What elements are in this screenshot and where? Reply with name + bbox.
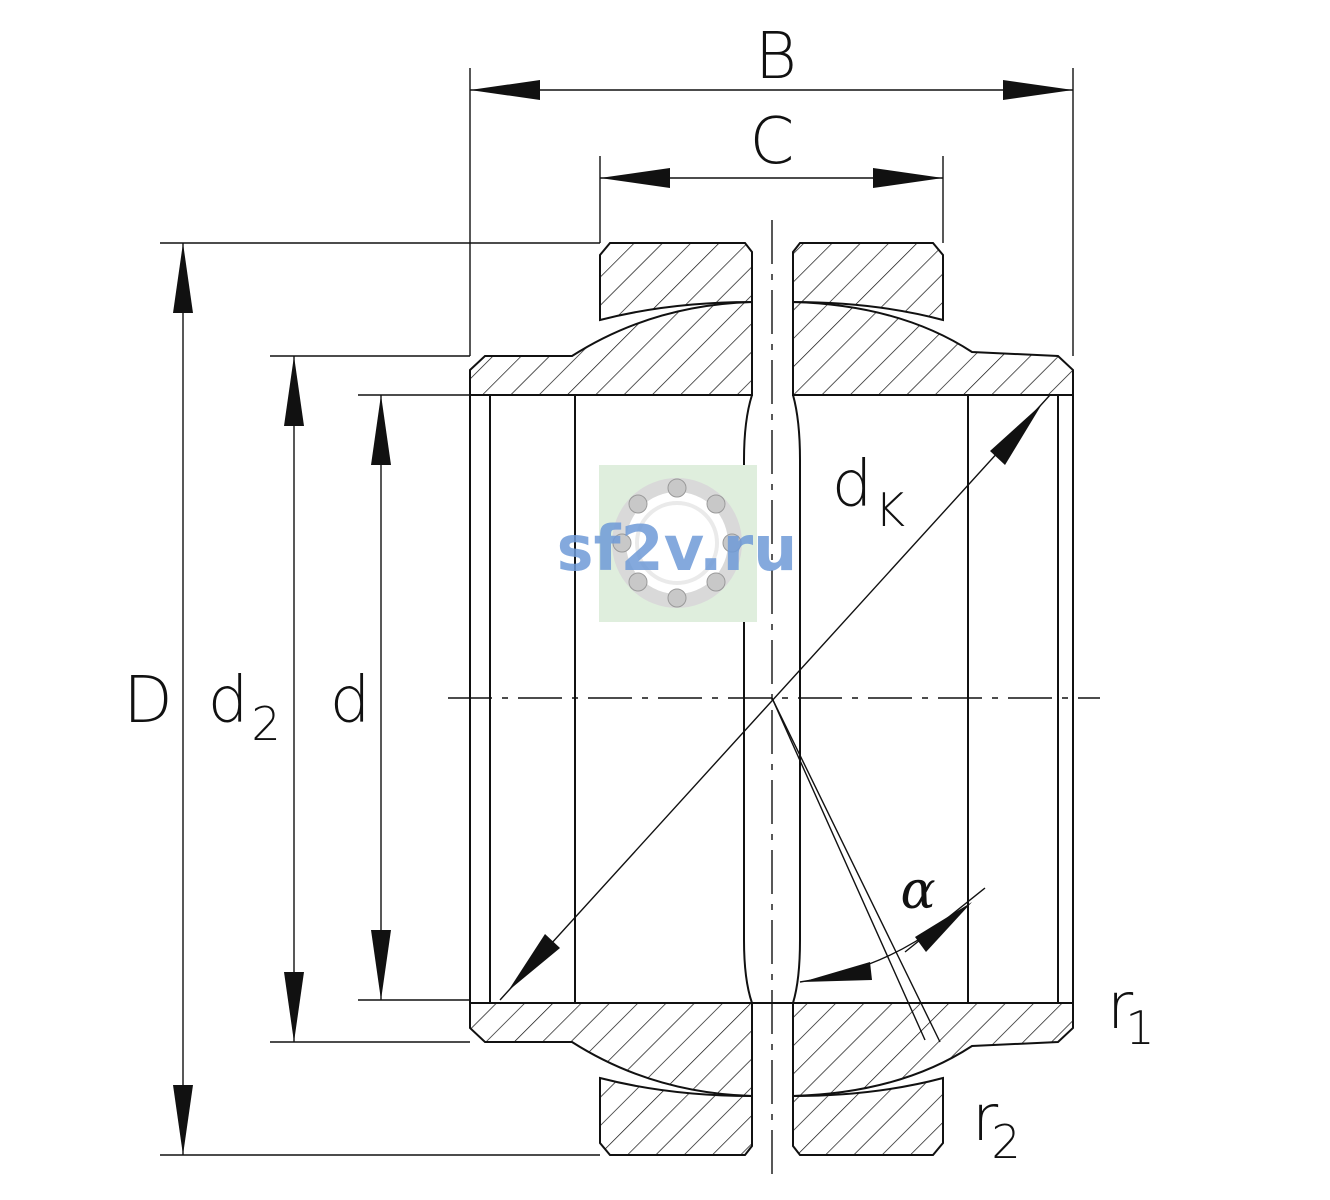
outer-ring-bottom-section — [599, 1076, 944, 1156]
label-b: B — [755, 20, 797, 94]
bore-lines — [469, 370, 1074, 1028]
inner-ring-bottom-section — [469, 1002, 1074, 1098]
label-dk-main: d — [832, 448, 873, 522]
label-d2-sub: 2 — [251, 697, 280, 751]
center-lines — [448, 220, 1100, 1175]
dimension-d-bore — [371, 395, 391, 1000]
dimension-dk — [499, 394, 1051, 1001]
label-r2-main: r — [972, 1082, 999, 1156]
dimension-c — [600, 168, 943, 188]
label-alpha: α — [900, 861, 935, 921]
angle-alpha — [771, 697, 986, 1043]
watermark-badge: sf2v.ru — [557, 465, 798, 622]
dimension-d-outer — [173, 243, 193, 1155]
extension-lines — [160, 68, 1074, 1156]
label-dk-sub: K — [875, 483, 905, 537]
label-dk: d K — [832, 448, 905, 537]
dimension-b — [470, 80, 1073, 100]
label-r1-sub: 1 — [1125, 1001, 1154, 1055]
label-r2: r 2 — [972, 1082, 1021, 1169]
inner-ring-top-section — [469, 300, 1074, 396]
label-c: C — [750, 105, 795, 179]
label-r1-main: r — [1107, 970, 1134, 1044]
dimension-d2 — [284, 356, 304, 1042]
label-d-bore: d — [330, 664, 371, 738]
label-d2: d 2 — [208, 664, 281, 751]
label-d2-main: d — [208, 664, 249, 738]
label-d-outer: D — [123, 664, 172, 738]
label-r1: r 1 — [1107, 970, 1155, 1055]
watermark-text: sf2v.ru — [557, 512, 798, 585]
lubrication-hole — [751, 252, 794, 1146]
label-r2-sub: 2 — [991, 1115, 1020, 1169]
